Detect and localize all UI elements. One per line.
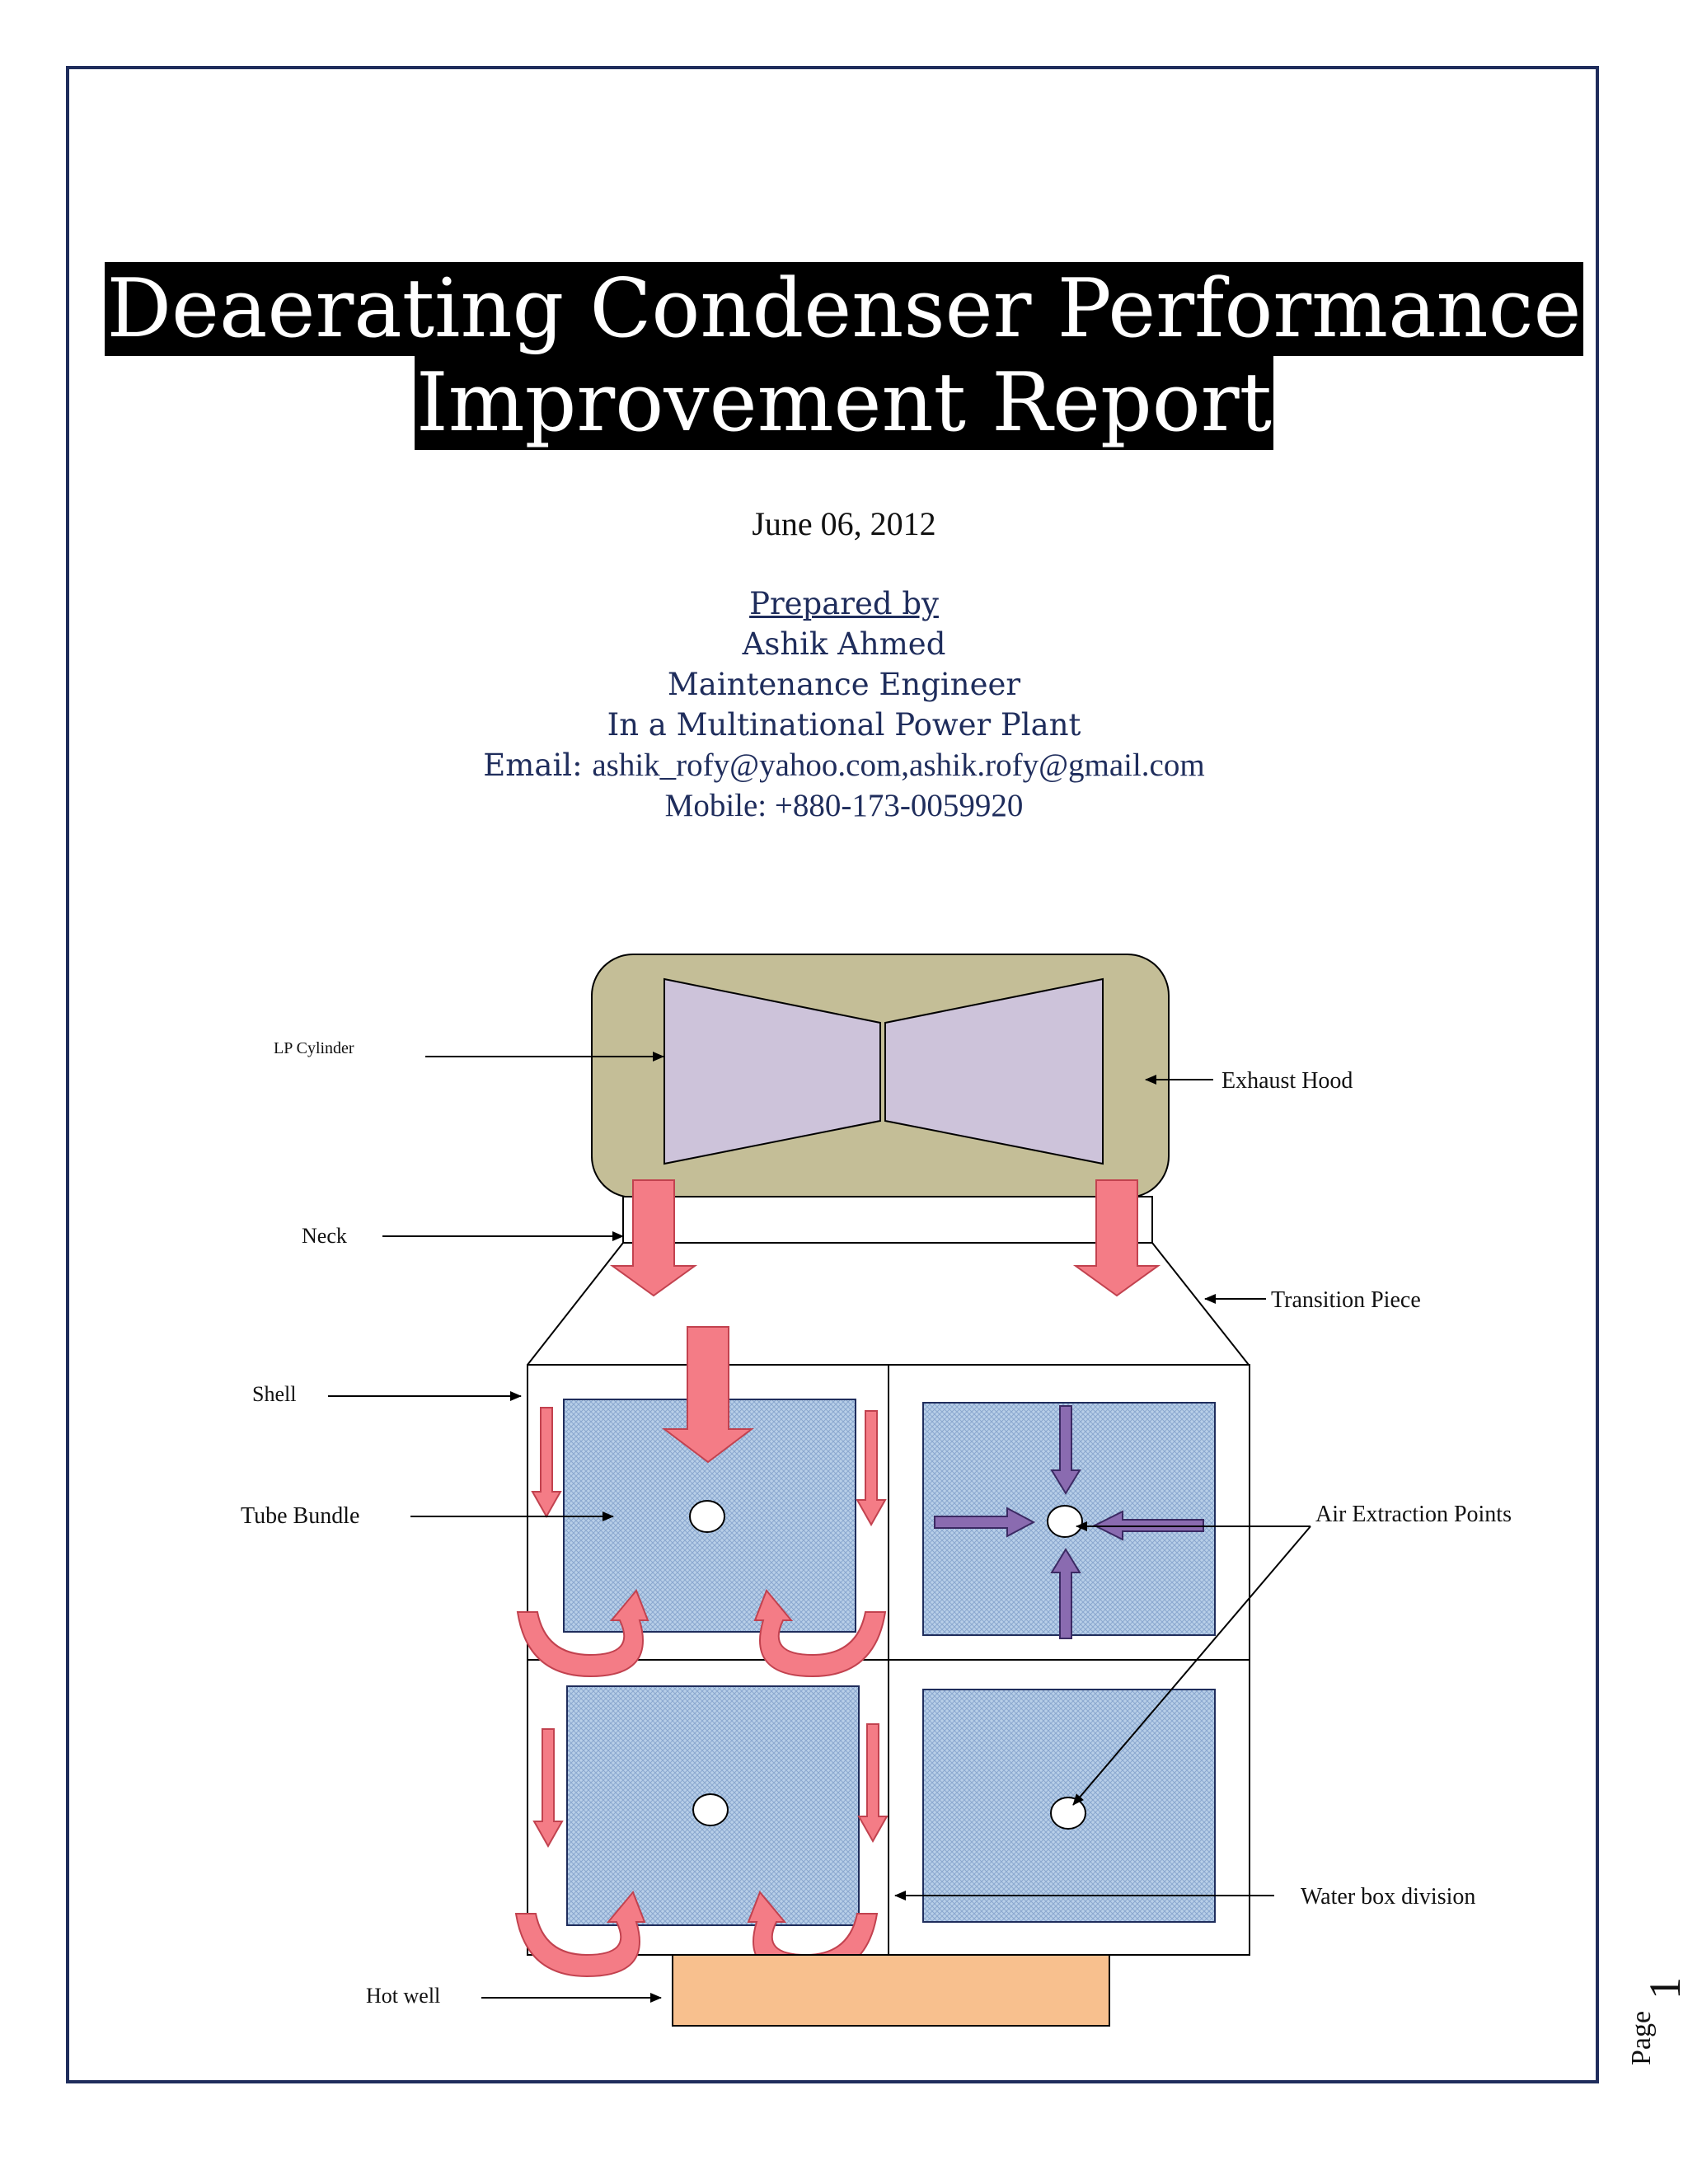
hot-well — [672, 1954, 1110, 2027]
document-title: Deaerating Condenser Performance Improve… — [0, 262, 1688, 450]
curve-arrow-bl-left — [514, 1891, 646, 1978]
label-air-extraction-points: Air Extraction Points — [1315, 1502, 1512, 1527]
air-arrow-from-left — [934, 1507, 1036, 1538]
title-line-1: Deaerating Condenser Performance — [105, 262, 1583, 356]
page-number: Page 1 — [1626, 1977, 1688, 2065]
air-arrow-from-bottom — [1050, 1548, 1081, 1639]
page-border — [66, 66, 1599, 2083]
label-shell: Shell — [252, 1382, 296, 1406]
label-transition-piece: Transition Piece — [1271, 1287, 1421, 1313]
author-name: Ashik Ahmed — [742, 626, 946, 662]
mobile-line: Mobile: +880-173-0059920 — [664, 788, 1024, 823]
steam-arrow-down-right — [1072, 1179, 1161, 1297]
label-lp-cylinder: LP Cylinder — [274, 1039, 354, 1057]
label-neck: Neck — [302, 1224, 347, 1248]
air-extraction-point-bottom-left — [692, 1793, 729, 1826]
page-number-value: 1 — [1640, 1977, 1688, 1999]
email-value: ashik_rofy@yahoo.com,ashik.rofy@gmail.co… — [592, 748, 1205, 783]
author-block: Prepared by Ashik Ahmed Maintenance Engi… — [0, 583, 1688, 826]
steam-arrow-center — [662, 1326, 754, 1464]
prepared-by-label: Prepared by — [749, 586, 939, 621]
steam-arrow-down-left — [609, 1179, 698, 1297]
email-line: Email: ashik_rofy@yahoo.com,ashik.rofy@g… — [0, 745, 1688, 785]
air-arrow-from-top — [1050, 1405, 1081, 1495]
author-organization: In a Multinational Power Plant — [607, 707, 1081, 743]
curve-arrow-tl-right — [753, 1589, 887, 1678]
steam-arrow-side-tl-right — [856, 1410, 887, 1527]
air-extraction-point-top-right — [1047, 1505, 1083, 1538]
transition-piece-left — [527, 1242, 624, 1366]
lp-cylinder-left — [663, 977, 881, 1165]
air-extraction-point-bottom-right — [1050, 1797, 1086, 1830]
title-line-2: Improvement Report — [415, 356, 1273, 450]
report-date: June 06, 2012 — [752, 505, 936, 542]
neck — [622, 1196, 1153, 1244]
steam-arrow-side-tl-left — [531, 1407, 562, 1519]
label-tube-bundle: Tube Bundle — [241, 1503, 359, 1529]
steam-arrow-side-bl-left — [532, 1728, 564, 1849]
label-exhaust-hood: Exhaust Hood — [1221, 1068, 1353, 1094]
label-hot-well: Hot well — [366, 1984, 440, 2008]
page-label: Page — [1626, 2011, 1657, 2065]
curve-arrow-tl-left — [516, 1589, 649, 1678]
label-water-box-division: Water box division — [1301, 1884, 1475, 1910]
lp-cylinder-right — [884, 977, 1104, 1165]
email-label: Email: — [483, 748, 583, 783]
leader-air-extraction-2 — [1072, 1526, 1311, 1806]
transition-piece-right — [1151, 1242, 1250, 1366]
author-role: Maintenance Engineer — [667, 667, 1021, 702]
air-extraction-point-top-left — [689, 1500, 725, 1533]
steam-arrow-side-bl-right — [857, 1723, 889, 1844]
